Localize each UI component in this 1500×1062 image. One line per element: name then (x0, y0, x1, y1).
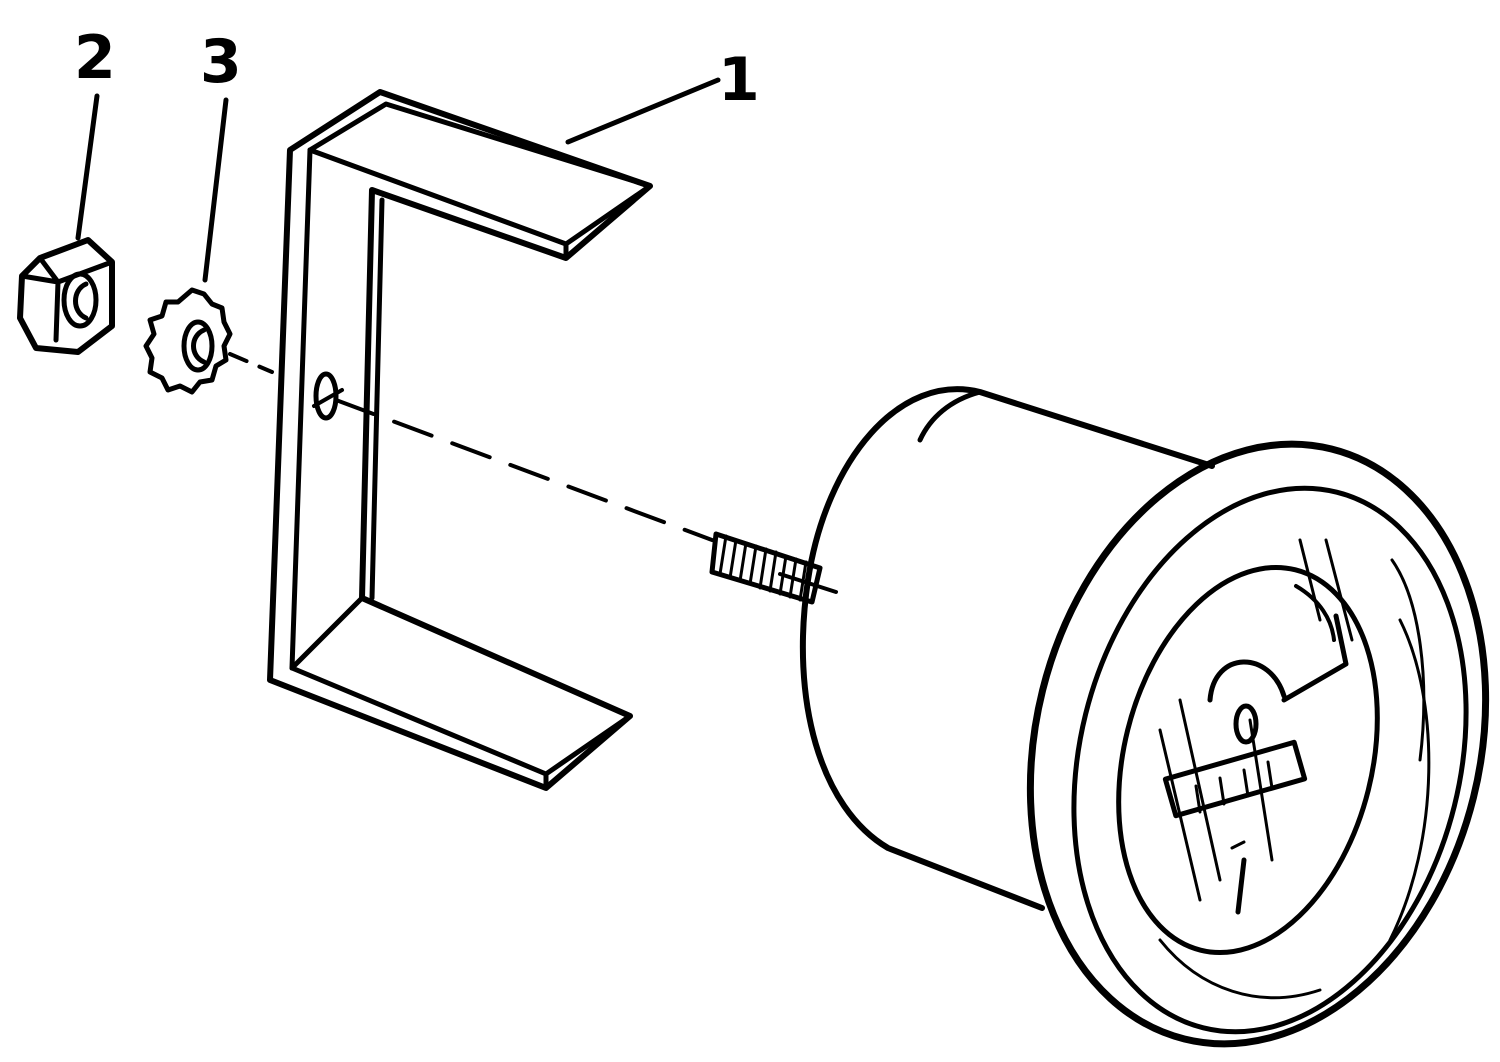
assembly-centerline (228, 352, 714, 542)
pointer-hub (1233, 703, 1259, 745)
leader-line-3 (202, 97, 229, 283)
mounting-bracket (267, 89, 653, 791)
gauge-bezel-inner (1071, 485, 1469, 1035)
gauge-needle (1281, 613, 1349, 703)
callout-number-2: 2 (74, 23, 116, 93)
leader-line-2 (75, 93, 100, 241)
centerline-bracket-to-stud (334, 398, 714, 542)
gauge-assembly (709, 386, 1490, 1048)
callout-number-1: 1 (718, 45, 760, 115)
gauge-case (799, 386, 1215, 911)
callout-number-3: 3 (200, 27, 242, 97)
leader-line-1 (565, 77, 721, 145)
gauge-dial-face (1116, 564, 1380, 956)
odometer-window (1162, 739, 1308, 819)
hex-nut (17, 237, 115, 355)
centerline-washer-to-bracket (228, 352, 274, 374)
bracket-mounting-hole (313, 371, 339, 421)
dial-markings (1162, 584, 1349, 915)
gauge-bezel (1026, 440, 1490, 1048)
star-lock-washer (143, 287, 233, 395)
leader-lines (75, 77, 721, 283)
